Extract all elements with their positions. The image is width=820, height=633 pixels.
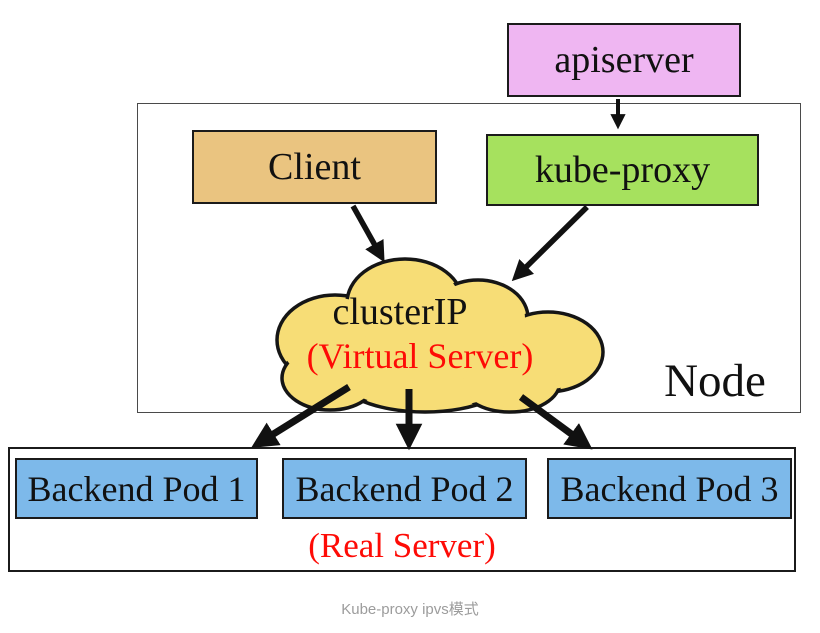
backend-pod-3-label: Backend Pod 3 <box>560 468 779 509</box>
backend-pod-2-node: Backend Pod 2 <box>282 458 527 519</box>
apiserver-node: apiserver <box>507 23 741 97</box>
cluster-ip-label: clusterIP <box>332 291 468 333</box>
real-server-label: (Real Server) <box>308 526 496 565</box>
kube-proxy-label: kube-proxy <box>534 149 711 191</box>
client-label: Client <box>268 146 361 188</box>
apiserver-label: apiserver <box>554 39 694 81</box>
backend-pod-2-label: Backend Pod 2 <box>295 468 514 509</box>
backend-pod-3-node: Backend Pod 3 <box>547 458 792 519</box>
backend-pod-1-label: Backend Pod 1 <box>27 468 246 509</box>
kube-proxy-node: kube-proxy <box>486 134 759 206</box>
virtual-server-label: (Virtual Server) <box>306 336 534 376</box>
figure-caption: Kube-proxy ipvs模式 <box>341 601 479 618</box>
client-node: Client <box>192 130 437 204</box>
backend-pod-1-node: Backend Pod 1 <box>15 458 258 519</box>
node-box-label: Node <box>664 355 766 407</box>
